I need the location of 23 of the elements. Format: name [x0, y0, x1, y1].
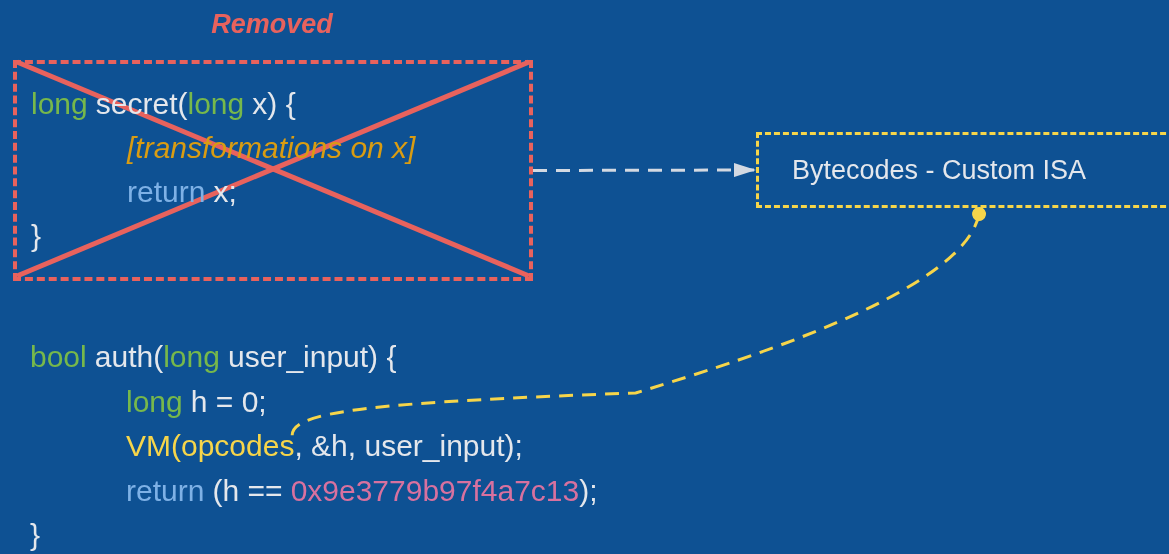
code-token: return [127, 174, 206, 210]
code-token: long [163, 339, 220, 375]
code-token: } [30, 517, 41, 553]
code-token: auth( [94, 339, 164, 375]
code-token: h = 0; [190, 383, 267, 420]
code-token: , &h, user_input); [294, 428, 523, 464]
code-token: } [31, 218, 42, 254]
code-token: long [31, 86, 88, 122]
code-token: 0x9e3779b97f4a7c13 [290, 472, 580, 509]
code-token: long [126, 383, 183, 420]
code-token: VM( [126, 428, 181, 464]
code-token: x) { [252, 86, 296, 122]
arrow [533, 163, 756, 178]
code-token: opcodes [181, 428, 295, 464]
box-label: Bytecodes - Custom ISA [792, 154, 1087, 187]
dashed-box [756, 132, 1169, 208]
code-token: return [126, 472, 205, 509]
code-token: bool [30, 339, 87, 375]
code-token: (h == [212, 472, 283, 509]
heading: Removed [210, 8, 334, 40]
code-token: user_input) { [228, 339, 397, 375]
code-token: ); [579, 472, 598, 509]
code-token: long [187, 86, 245, 122]
